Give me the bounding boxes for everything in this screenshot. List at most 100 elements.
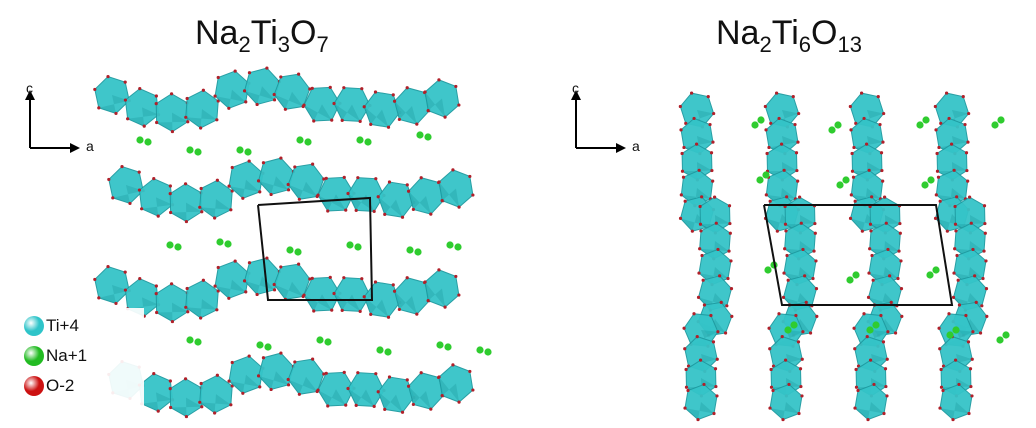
- oxygen-atom: [702, 303, 707, 307]
- oxygen-atom: [340, 118, 344, 122]
- oxygen-atom: [777, 312, 781, 316]
- oxygen-atom: [712, 195, 717, 199]
- oxygen-atom: [286, 383, 291, 387]
- legend-label: O-2: [46, 376, 75, 395]
- oxygen-atom: [169, 210, 173, 215]
- octahedron-shade: [288, 376, 318, 395]
- octahedron-shade: [869, 267, 899, 285]
- oxygen-atom: [213, 411, 217, 415]
- oxygen-atom: [443, 115, 447, 119]
- octahedron-shade: [98, 95, 130, 114]
- oxygen-atom: [322, 177, 326, 181]
- oxygen-atom: [689, 91, 694, 95]
- oxygen-atom: [879, 151, 884, 155]
- title-subscript: 6: [798, 32, 812, 57]
- sodium-atom: [484, 348, 492, 356]
- oxygen-atom: [437, 375, 441, 379]
- title-text: O: [811, 14, 838, 52]
- oxygen-atom: [426, 109, 430, 113]
- oxygen-atom: [457, 293, 461, 297]
- oxygen-atom: [405, 183, 409, 187]
- oxygen-atom: [879, 313, 883, 318]
- oxygen-atom: [718, 274, 722, 278]
- oxygen-atom: [328, 275, 332, 280]
- oxygen-atom: [170, 129, 175, 134]
- oxygen-atom: [716, 330, 720, 334]
- oxygen-atom: [216, 265, 220, 270]
- octahedron-shade: [304, 294, 332, 311]
- oxygen-atom: [330, 118, 334, 122]
- oxygen-atom: [803, 274, 807, 278]
- oxygen-atom: [984, 287, 989, 291]
- oxygen-atom: [868, 358, 873, 362]
- oxygen-atom: [311, 357, 315, 361]
- oxygen-atom: [272, 92, 276, 97]
- oxygen-atom: [700, 195, 704, 199]
- oxygen-atom: [953, 222, 958, 226]
- oxygen-atom: [332, 291, 336, 296]
- octahedron-shade: [681, 188, 711, 206]
- oxygen-atom: [935, 151, 939, 156]
- oxygen-atom: [106, 264, 110, 269]
- oxygen-atom: [411, 402, 415, 407]
- oxygen-atom: [869, 229, 873, 233]
- oxygen-atom: [342, 370, 346, 375]
- octahedron-shade: [127, 107, 159, 127]
- oxygen-atom: [213, 94, 217, 98]
- oxygen-atom: [230, 165, 234, 170]
- oxygen-atom: [138, 87, 142, 91]
- sodium-atom: [842, 176, 850, 184]
- sodium-atom: [216, 238, 224, 246]
- oxygen-atom: [849, 193, 853, 197]
- oxygen-atom: [423, 280, 427, 284]
- oxygen-atom: [311, 162, 315, 166]
- oxygen-atom: [769, 121, 773, 125]
- oxygen-atom: [865, 334, 869, 339]
- oxygen-atom: [709, 313, 713, 318]
- oxygen-atom: [362, 295, 366, 299]
- oxygen-atom: [111, 196, 115, 200]
- octahedron-shade: [170, 202, 202, 222]
- oxygen-atom: [411, 207, 415, 212]
- oxygen-atom: [957, 382, 961, 387]
- octahedron-shade: [98, 285, 130, 304]
- sodium-atom: [756, 176, 764, 184]
- oxygen-atom: [415, 122, 419, 126]
- title-text: Na: [716, 14, 760, 52]
- oxygen-atom: [898, 221, 902, 226]
- sodium-atom: [304, 138, 312, 146]
- oxygen-atom: [201, 88, 205, 92]
- axis-arrows: [25, 90, 80, 153]
- sodium-atom: [346, 241, 354, 249]
- oxygen-atom: [715, 357, 719, 361]
- oxygen-atom: [138, 277, 142, 281]
- oxygen-atom: [168, 379, 172, 383]
- oxygen-atom: [862, 312, 866, 316]
- octahedron-shade: [954, 267, 984, 285]
- oxygen-atom: [899, 259, 903, 263]
- sodium-atom: [927, 176, 935, 184]
- oxygen-atom: [982, 204, 987, 208]
- oxygen-atom: [255, 292, 259, 297]
- oxygen-atom: [967, 195, 972, 199]
- oxygen-atom: [796, 340, 801, 344]
- oxygen-atom: [330, 308, 334, 312]
- oxygen-atom: [426, 299, 430, 303]
- oxygen-atom: [935, 169, 940, 173]
- oxygen-atom: [312, 309, 316, 313]
- oxygen-atom: [272, 288, 277, 292]
- oxygen-atom: [241, 391, 245, 395]
- title-text: Na: [195, 14, 239, 52]
- oxygen-atom: [900, 314, 904, 318]
- oxygen-atom: [725, 304, 729, 308]
- legend-label: Ti+4: [46, 316, 79, 335]
- oxygen-atom: [391, 283, 395, 287]
- oxygen-atom: [686, 388, 690, 393]
- oxygen-atom: [201, 278, 205, 282]
- oxygen-atom: [283, 107, 287, 111]
- octahedron-shade: [699, 241, 730, 259]
- oxygen-atom: [850, 169, 855, 173]
- octahedron-shade: [304, 104, 332, 121]
- crystal-structure-na2ti3o7: [93, 66, 492, 419]
- oxygen-atom: [971, 247, 975, 252]
